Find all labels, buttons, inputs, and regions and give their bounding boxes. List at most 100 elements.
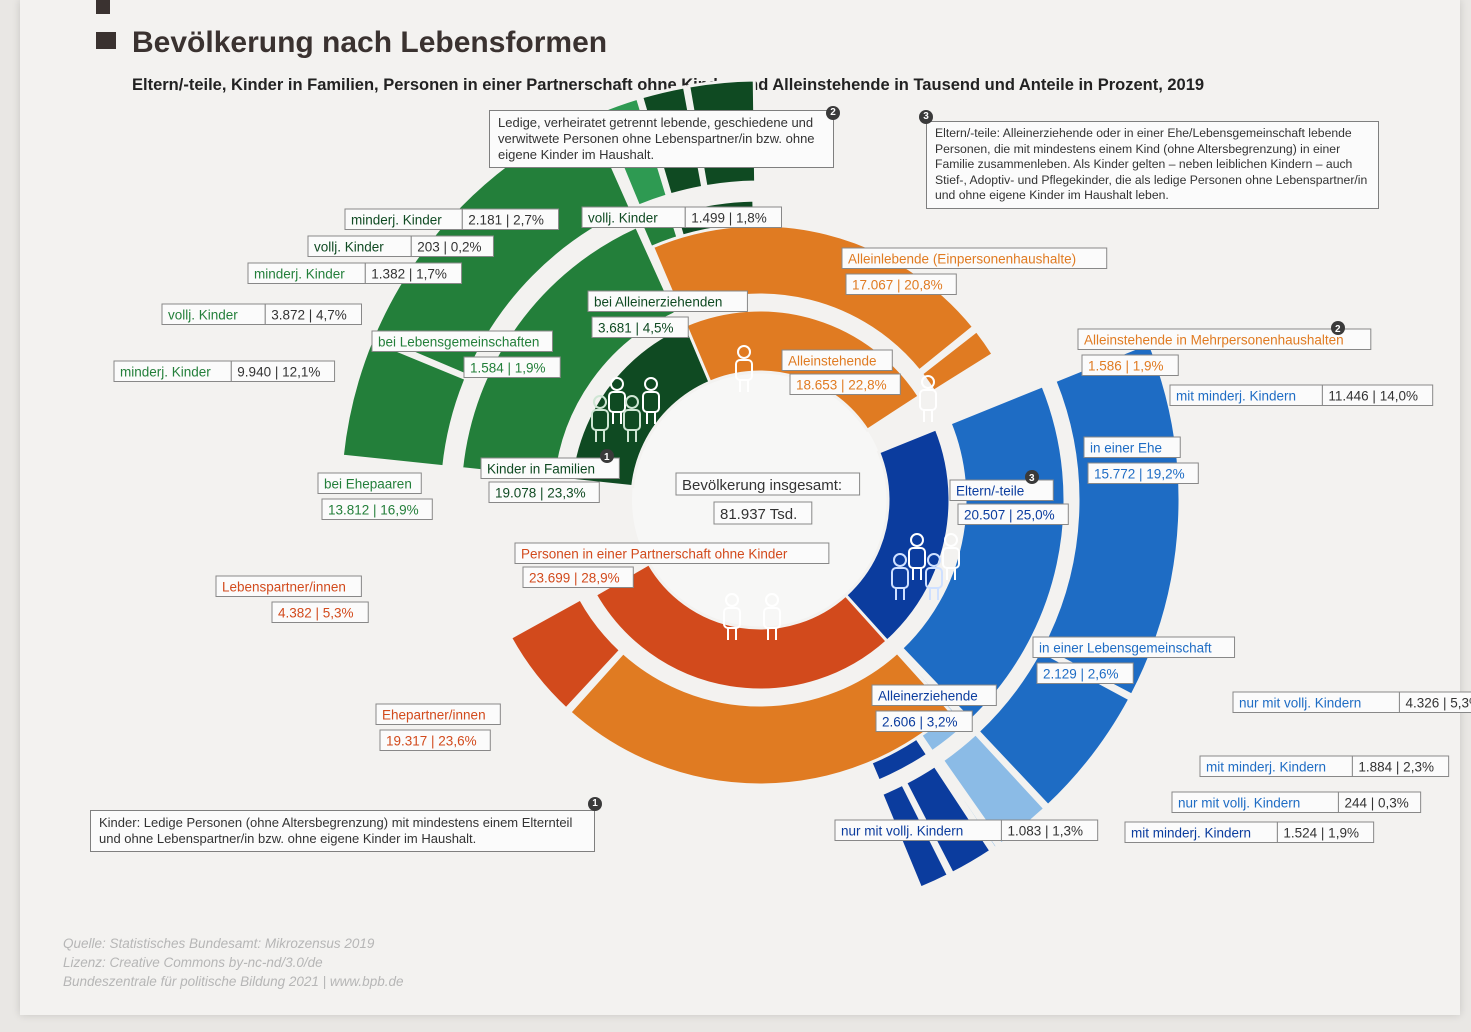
label-text: minderj. Kinder <box>351 213 442 228</box>
label-text: bei Lebensgemeinschaften <box>378 335 539 350</box>
l3-label-2-name: vollj. Kinder <box>307 235 412 257</box>
label-frame <box>375 703 501 725</box>
source-line: Quelle: Statistisches Bundesamt: Mikroze… <box>63 936 375 951</box>
chart-title: Bevölkerung nach Lebensformen <box>132 26 608 59</box>
label-eltern-value: 20.507 | 25,0% <box>957 503 1069 525</box>
label-frame <box>321 498 433 520</box>
label-text: Lebenspartner/innen <box>222 580 346 595</box>
label-text: minderj. Kinder <box>120 365 211 380</box>
person-body <box>891 567 909 589</box>
l2-label-value-6: 2.129 | 2,6% <box>1036 662 1134 684</box>
label-frame <box>684 206 783 228</box>
l2-label-value-5: 15.772 | 19,2% <box>1087 462 1199 484</box>
label-frame <box>480 457 620 479</box>
label-eltern-name: Eltern/-teile <box>949 479 1054 501</box>
label-text: mit minderj. Kindern <box>1206 760 1326 775</box>
label-frame <box>587 290 748 312</box>
l3-label-4-value: 3.872 | 4,7% <box>264 303 363 325</box>
l2-label-value-1: 1.584 | 1,9% <box>463 356 561 378</box>
l3-label-6-name: mit minderj. Kindern <box>1169 384 1323 406</box>
badge-kinder <box>600 449 614 463</box>
note-eltern-text: Eltern/-teile: Alleinerziehende oder in … <box>935 126 1368 202</box>
label-text: Personen in einer Partnerschaft ohne Kin… <box>521 547 788 562</box>
note-eltern: Eltern/-teile: Alleinerziehende oder in … <box>926 121 1379 209</box>
person-head <box>927 553 941 567</box>
corner-marker <box>96 0 110 14</box>
label-frame <box>1351 755 1450 777</box>
label-alleinstehende-name: Alleinstehende <box>781 349 893 371</box>
label-frame <box>1276 821 1375 843</box>
label-frame <box>215 575 362 597</box>
person-head <box>765 593 779 607</box>
label-text: Bevölkerung insgesamt: <box>682 477 842 494</box>
l3-label-11-value: 1.083 | 1,3% <box>1000 819 1099 841</box>
label-text: Alleinlebende (Einpersonenhaushalte) <box>848 252 1076 267</box>
l3-label-3-value: 1.382 | 1,7% <box>364 262 463 284</box>
publisher-line: Bundeszentrale für politische Bildung 20… <box>63 974 404 989</box>
chart-subtitle: Eltern/-teile, Kinder in Familien, Perso… <box>132 76 1205 94</box>
label-text: bei Alleinerziehenden <box>594 295 722 310</box>
l2-slice-9 <box>508 596 623 711</box>
parents-icon <box>925 553 943 600</box>
label-text: Eltern/-teile <box>956 484 1024 499</box>
single-person-icon <box>919 375 937 422</box>
label-frame <box>1077 328 1372 350</box>
label-frame <box>841 247 1108 269</box>
person-head <box>725 593 739 607</box>
person-body <box>925 567 943 589</box>
label-text: 3.872 | 4,7% <box>271 308 347 323</box>
label-text: 203 | 0,2% <box>417 240 481 255</box>
couple-icon <box>723 593 741 640</box>
source-block: Quelle: Statistisches Bundesamt: Mikroze… <box>63 934 403 991</box>
badge-eltern-text: 3 <box>1029 473 1035 484</box>
label-frame <box>264 303 363 325</box>
label-text: 1.586 | 1,9% <box>1088 359 1164 374</box>
label-partnerschaft-value: 23.699 | 28,9% <box>522 566 634 588</box>
l3-label-5-name: minderj. Kinder <box>113 360 232 382</box>
center-value: 81.937 Tsd. <box>713 501 813 525</box>
l3-slice-7 <box>975 648 1132 808</box>
person-body <box>723 607 741 629</box>
badge-kinder-text: 1 <box>604 452 610 463</box>
label-frame <box>1337 791 1422 813</box>
l3-label-0-name: vollj. Kinder <box>581 206 686 228</box>
label-text: 1.524 | 1,9% <box>1283 826 1359 841</box>
person-head <box>625 395 639 409</box>
l2-label-name-3: Alleinlebende (Einpersonenhaushalte) <box>841 247 1108 269</box>
label-frame <box>1398 691 1471 713</box>
l2-label-value-0: 3.681 | 4,5% <box>591 316 689 338</box>
couple-icon <box>763 593 781 640</box>
label-frame <box>713 501 813 525</box>
badge-mehrpersonen-text: 2 <box>1335 324 1341 335</box>
note-alleinstehende-text: Ledige, verheiratet getrennt lebende, ge… <box>498 115 815 162</box>
label-frame <box>461 208 560 230</box>
label-frame <box>789 373 901 395</box>
parents-icon <box>908 533 926 580</box>
label-frame <box>957 503 1069 525</box>
l3-label-8-name: mit minderj. Kindern <box>1199 755 1353 777</box>
badge-eltern <box>1025 470 1039 484</box>
label-text: mit minderj. Kindern <box>1176 389 1296 404</box>
label-text: in einer Lebensgemeinschaft <box>1039 641 1212 656</box>
label-frame <box>1036 662 1134 684</box>
family-icon <box>623 395 641 442</box>
label-alleinstehende-value: 18.653 | 22,8% <box>789 373 901 395</box>
label-frame <box>1087 462 1199 484</box>
person-head <box>944 533 958 547</box>
person-body <box>735 359 753 381</box>
label-frame <box>675 472 861 496</box>
label-frame <box>871 684 997 706</box>
person-body <box>919 389 937 411</box>
l3-label-9-value: 244 | 0,3% <box>1337 791 1422 813</box>
person-head <box>921 375 935 389</box>
label-text: 1.584 | 1,9% <box>470 361 546 376</box>
person-body <box>642 391 660 413</box>
person-head <box>644 377 658 391</box>
person-head <box>893 553 907 567</box>
l3-label-8-value: 1.884 | 2,3% <box>1351 755 1450 777</box>
label-text: 20.507 | 25,0% <box>964 508 1055 523</box>
l2-label-value-7: 2.606 | 3,2% <box>875 710 973 732</box>
label-frame <box>488 481 600 503</box>
center-label: Bevölkerung insgesamt: <box>675 472 861 496</box>
